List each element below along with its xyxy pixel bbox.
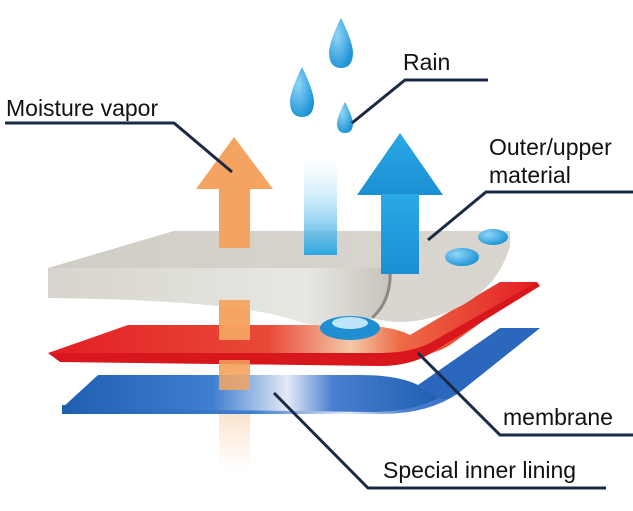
membrane-leader-line — [416, 351, 633, 437]
raindrops — [290, 18, 353, 133]
rain-label: Rain — [403, 49, 451, 75]
leader-lines — [5, 78, 633, 490]
rain-stem — [304, 155, 337, 255]
membrane-layer — [48, 282, 540, 366]
moisture-vapor-arrow — [196, 137, 273, 390]
water-bead — [478, 229, 508, 245]
raindrop-icon — [329, 18, 353, 68]
raindrop-icon — [337, 102, 353, 133]
water-bead — [445, 248, 479, 266]
outer-material-leader-line — [427, 190, 633, 242]
membrane-label: membrane — [503, 404, 613, 430]
rain-leader-line — [351, 78, 488, 125]
moisture-vapor-leader-line — [5, 121, 233, 174]
outer-upper-material-label-line2: material — [489, 162, 571, 188]
inner-lining-layer — [62, 328, 540, 414]
inner-lining-leader-line — [272, 391, 606, 490]
special-inner-lining-label: Special inner lining — [383, 457, 577, 483]
outer-upper-material-label-line1: Outer/upper — [489, 134, 612, 160]
raindrop-icon — [290, 67, 314, 117]
moisture-vapor-label: Moisture vapor — [6, 95, 159, 121]
rain-repel-arrow — [357, 133, 443, 274]
